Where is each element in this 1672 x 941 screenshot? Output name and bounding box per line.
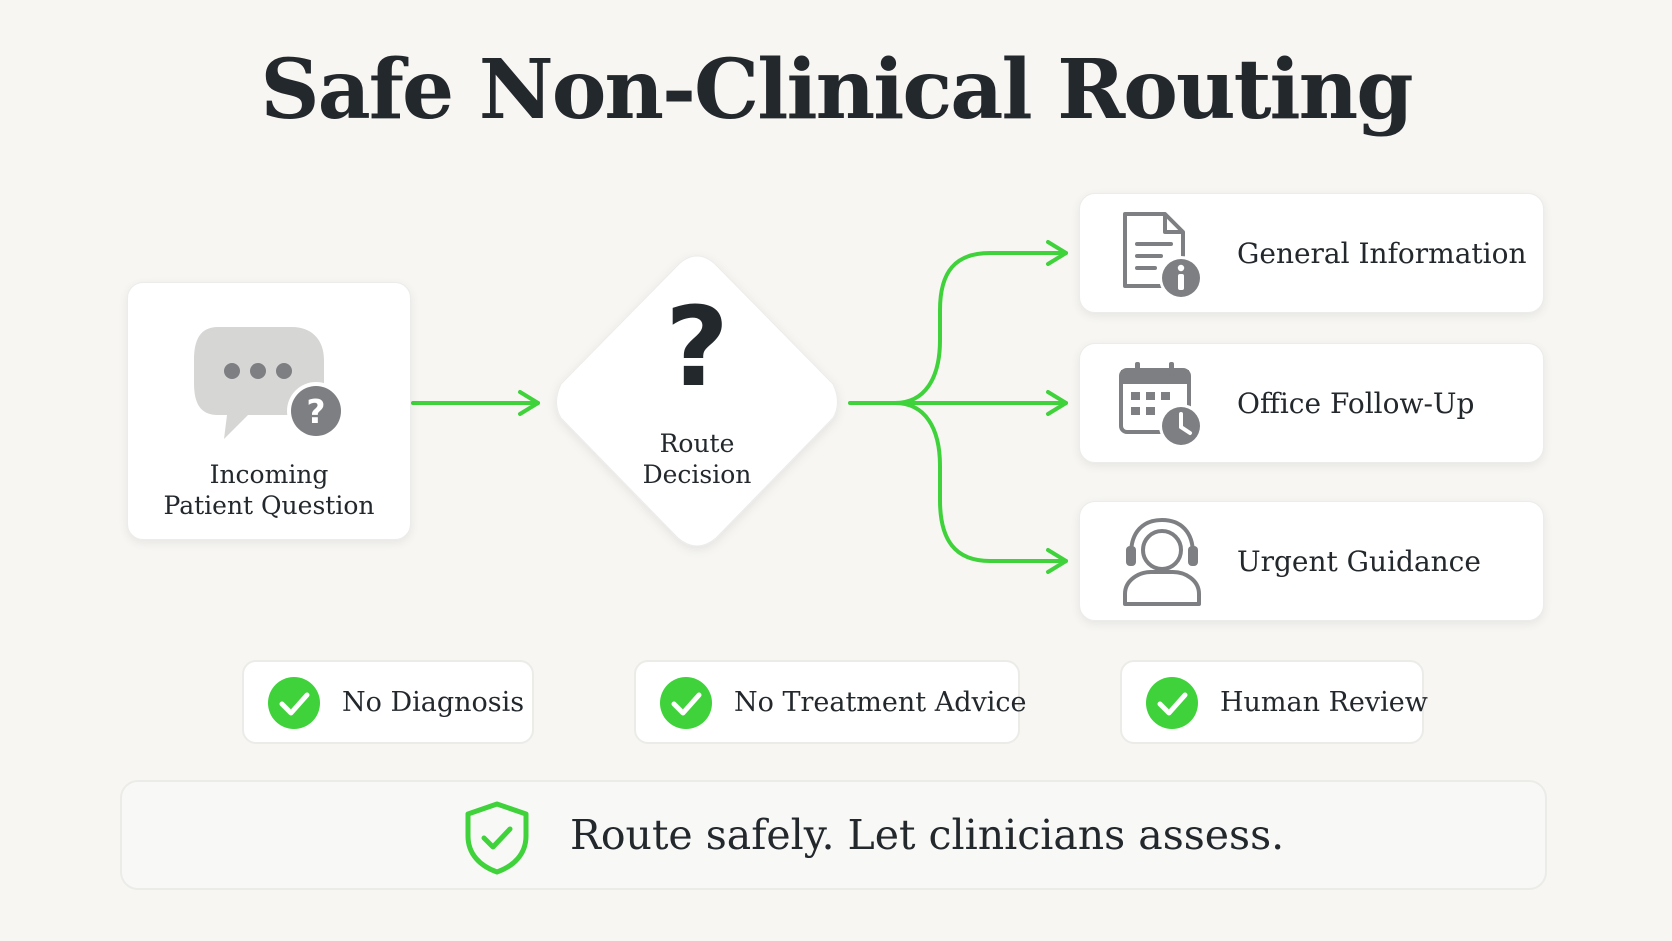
svg-text:?: ? (306, 392, 325, 431)
headset-person-icon (1123, 517, 1201, 606)
route-card-urgent-guidance: Urgent Guidance (1079, 501, 1544, 621)
arrowhead-general (1046, 240, 1068, 266)
connector-decision-to-urgent (893, 401, 1068, 563)
page-title: Safe Non-Clinical Routing (260, 42, 1413, 138)
speech-bubble-question-icon: ? (194, 327, 345, 440)
route-label: Office Follow-Up (1237, 386, 1475, 420)
footer-banner: Route safely. Let clinicians assess. (120, 780, 1547, 890)
connector-decision-to-general (893, 251, 1068, 405)
decision-node: ? Route Decision (544, 248, 850, 558)
safeguard-label: No Treatment Advice (734, 686, 1027, 718)
route-card-office-follow-up: Office Follow-Up (1079, 343, 1544, 463)
safeguard-human-review: Human Review (1120, 660, 1428, 744)
check-circle-icon (268, 677, 320, 729)
source-node-label: Incoming Patient Question (163, 460, 375, 520)
source-node-card: ? Incoming Patient Question (127, 282, 411, 540)
arrowhead-office (1046, 390, 1068, 416)
route-label: Urgent Guidance (1237, 544, 1481, 578)
document-info-icon (1123, 212, 1203, 300)
check-circle-icon (660, 677, 712, 729)
safeguard-no-treatment-advice: No Treatment Advice (634, 660, 1026, 744)
arrowhead-urgent (1046, 548, 1068, 574)
route-label: General Information (1237, 236, 1527, 270)
footer-text: Route safely. Let clinicians assess. (570, 811, 1285, 859)
shield-check-icon (465, 801, 529, 875)
safeguard-no-diagnosis: No Diagnosis (242, 660, 534, 744)
question-mark-icon: ? (665, 283, 729, 411)
route-card-general-information: General Information (1079, 193, 1544, 313)
decision-node-label: Route Decision (642, 429, 752, 489)
decision-diamond-shape (556, 255, 838, 547)
arrowhead-decision (518, 390, 540, 416)
safeguard-label: Human Review (1220, 686, 1428, 718)
calendar-clock-icon (1119, 362, 1203, 448)
safeguard-label: No Diagnosis (342, 686, 525, 718)
check-circle-icon (1146, 677, 1198, 729)
